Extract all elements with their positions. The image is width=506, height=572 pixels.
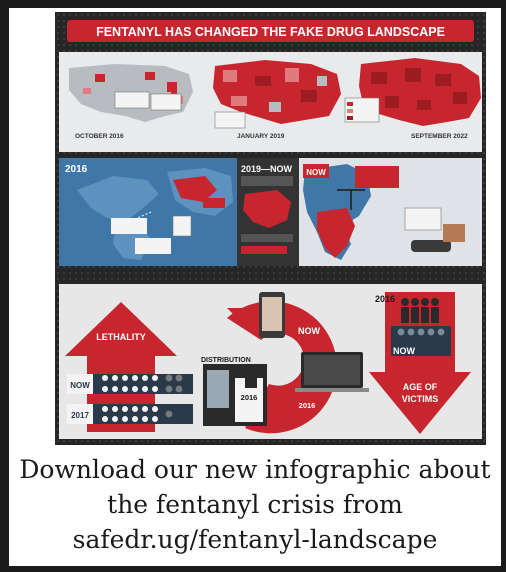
map-date-october-2016: OCTOBER 2016 bbox=[75, 133, 124, 140]
distribution-now-label: NOW bbox=[298, 326, 321, 336]
frame-right-border bbox=[501, 0, 506, 572]
infographic-svg: FENTANYL HAS CHANGED THE FAKE DRUG LANDS… bbox=[55, 12, 486, 445]
infographic-title: FENTANYL HAS CHANGED THE FAKE DRUG LANDS… bbox=[96, 25, 445, 39]
us-map-2019 bbox=[213, 60, 341, 129]
victims-now-label: NOW bbox=[393, 346, 416, 356]
us-map-2016 bbox=[69, 64, 193, 122]
fentanyl-infographic[interactable]: FENTANYL HAS CHANGED THE FAKE DRUG LANDS… bbox=[55, 12, 486, 445]
lethality-now-label: NOW bbox=[70, 381, 90, 390]
caption-line-2: the fentanyl crisis from bbox=[107, 490, 403, 519]
victims-title-line2: VICTIMS bbox=[402, 394, 439, 404]
title-banner bbox=[67, 20, 474, 42]
frame-bottom-border bbox=[0, 566, 506, 572]
frame-top-border bbox=[0, 0, 506, 8]
victims-year: 2016 bbox=[375, 294, 395, 304]
panel-now-label: NOW bbox=[306, 168, 326, 177]
map-date-january-2019: JANUARY 2019 bbox=[237, 133, 285, 140]
distribution-section bbox=[203, 292, 369, 434]
panel-2019-heading: 2019—NOW bbox=[241, 164, 293, 174]
china-map-shape bbox=[241, 176, 293, 254]
lethality-2017-label: 2017 bbox=[71, 411, 89, 420]
north-america-map-shape bbox=[303, 164, 465, 260]
caption-line-1: Download our new infographic about bbox=[19, 455, 491, 484]
frame-left-border bbox=[0, 0, 9, 572]
age-of-victims-section bbox=[369, 292, 471, 434]
caption-link-text[interactable]: safedr.ug/fentanyl-landscape bbox=[72, 525, 438, 554]
lethality-title: LETHALITY bbox=[96, 332, 146, 342]
panel-2016-year: 2016 bbox=[65, 164, 88, 175]
us-map-2022 bbox=[344, 58, 481, 126]
lethality-section bbox=[65, 302, 193, 432]
map-date-september-2022: SEPTEMBER 2022 bbox=[411, 133, 468, 140]
distribution-year-b: 2016 bbox=[299, 401, 316, 410]
victims-title-line1: AGE OF bbox=[403, 382, 438, 392]
panel-now-badge bbox=[303, 164, 329, 178]
distribution-year-a: 2016 bbox=[241, 393, 258, 402]
download-caption: Download our new infographic about the f… bbox=[9, 452, 501, 564]
world-map-shapes bbox=[77, 168, 233, 260]
distribution-title: DISTRIBUTION bbox=[201, 357, 251, 364]
